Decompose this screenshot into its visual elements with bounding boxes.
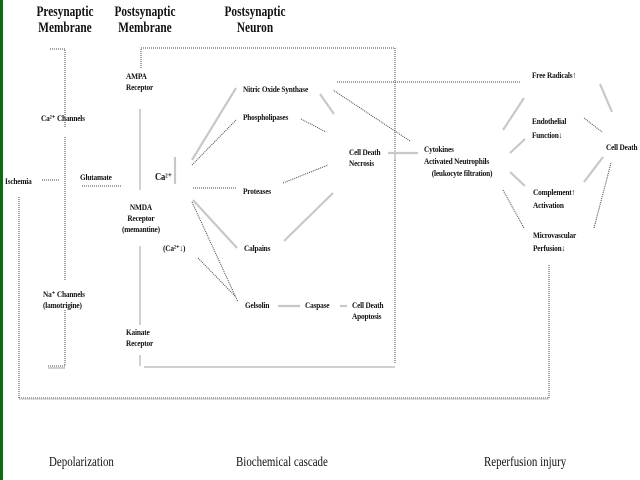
node-line: Apoptosis bbox=[352, 311, 382, 321]
edge-nitric-oxide-synthase-to-cell-death-necrosis bbox=[319, 93, 335, 115]
node-gelsolin: Gelsolin bbox=[245, 300, 270, 310]
node-nmda-receptor: NMDA Receptor (memantine) bbox=[122, 202, 160, 235]
node-ca-channels: Ca²⁺ Channels bbox=[41, 113, 85, 123]
node-cell-death: Cell Death bbox=[606, 142, 638, 152]
phase-depolarization: Depolarization bbox=[49, 455, 114, 470]
edge-free-radicals-to-cell-death bbox=[598, 83, 614, 113]
node-nitric-oxide-synthase: Nitric Oxide Synthase bbox=[243, 84, 309, 94]
node-line: Na⁺ Channels bbox=[43, 289, 85, 299]
node-line: NMDA bbox=[129, 202, 152, 212]
node-caspase: Caspase bbox=[305, 300, 330, 310]
node-free-radicals: Free Radicals↑ bbox=[532, 70, 576, 80]
edge-ca2-to-gelsolin bbox=[191, 201, 239, 303]
node-cell-death-apoptosis: Cell Death Apoptosis bbox=[352, 300, 384, 322]
node-line: Cytokines bbox=[424, 144, 454, 154]
node-ischemia: Ischemia bbox=[5, 176, 32, 186]
header-line: Postsynaptic bbox=[224, 4, 286, 20]
node-line: Receptor bbox=[126, 82, 154, 92]
edge-ca2-to-nitric-oxide-synthase bbox=[191, 87, 237, 161]
header-presynaptic-membrane: Presynaptic Membrane bbox=[30, 4, 100, 36]
node-microvascular-perfusion: Microvascular Perfusion↓ bbox=[533, 229, 576, 255]
edge-endothelial-function-to-cell-death bbox=[583, 117, 603, 133]
postsynaptic-neuron-outline bbox=[140, 47, 396, 364]
node-line: (lamotrigine) bbox=[43, 300, 82, 310]
edge-proteases-to-cell-death-necrosis bbox=[282, 164, 329, 184]
node-line: Receptor bbox=[126, 338, 154, 348]
edge-cytokines-to-nitric-oxide-synthase bbox=[332, 89, 411, 142]
node-proteases: Proteases bbox=[243, 186, 271, 196]
node-line: Perfusion↓ bbox=[533, 243, 565, 253]
node-line: Activated Neutrophils bbox=[424, 156, 490, 166]
node-cytokines: Cytokines Activated Neutrophils (leukocy… bbox=[424, 143, 492, 179]
node-line: Kainate bbox=[126, 327, 150, 337]
node-line: Endothelial bbox=[532, 116, 567, 126]
node-line: AMPA bbox=[126, 71, 147, 81]
node-line: Microvascular bbox=[533, 230, 577, 240]
node-ampa-receptor: AMPA Receptor bbox=[126, 71, 153, 93]
edge-ca2-to-calpains bbox=[192, 199, 238, 249]
node-ca2-down: (Ca²⁺↓) bbox=[163, 243, 186, 253]
node-line: Function↓ bbox=[532, 130, 563, 140]
header-line: Membrane bbox=[38, 20, 92, 36]
node-na-channels: Na⁺ Channels (lamotrigine) bbox=[43, 289, 85, 311]
edge-microvascular-perfusion-to-cell-death bbox=[593, 162, 612, 229]
node-line: Cell Death bbox=[352, 300, 384, 310]
node-cell-death-necrosis: Cell Death Necrosis bbox=[349, 147, 381, 169]
edge-calpains-to-cell-death-necrosis bbox=[283, 192, 334, 242]
node-ca2: Ca²⁺ bbox=[155, 172, 172, 183]
edge-cytokines-to-complement-activation bbox=[509, 171, 526, 187]
node-endothelial-function: Endothelial Function↓ bbox=[532, 114, 566, 142]
left-edge-strip bbox=[0, 0, 3, 480]
edge-cytokines-to-free-radicals bbox=[502, 97, 525, 131]
presynaptic-membrane-line bbox=[50, 48, 66, 127]
edge-gelsolin-to-ca2-down bbox=[197, 257, 236, 297]
phase-biochemical-cascade: Biochemical cascade bbox=[236, 455, 328, 470]
presynaptic-membrane-line-low bbox=[48, 310, 66, 367]
node-line: (leukocyte filtration) bbox=[431, 168, 493, 178]
header-line: Presynaptic bbox=[36, 4, 94, 20]
node-line: Necrosis bbox=[349, 158, 374, 168]
edge-ca2-to-phospholipases bbox=[191, 119, 237, 166]
edge-complement-activation-to-cell-death bbox=[583, 156, 604, 183]
node-line: Complement↑ bbox=[533, 187, 575, 197]
feedback-loop-line bbox=[19, 265, 550, 399]
edge-cytokines-to-endothelial-function bbox=[509, 138, 526, 154]
edge-phospholipases-to-cell-death-necrosis bbox=[300, 118, 327, 133]
edge-cytokines-to-microvascular-perfusion bbox=[502, 189, 525, 229]
node-line: Activation bbox=[533, 200, 564, 210]
header-line: Neuron bbox=[236, 20, 274, 36]
node-line: Cell Death bbox=[349, 147, 381, 157]
phase-reperfusion-injury: Reperfusion injury bbox=[484, 455, 567, 470]
node-line: Receptor bbox=[127, 213, 155, 223]
node-phospholipases: Phospholipases bbox=[243, 112, 289, 122]
node-line: (memantine) bbox=[122, 224, 160, 234]
header-postsynaptic-membrane: Postsynaptic Membrane bbox=[110, 4, 180, 36]
header-postsynaptic-neuron: Postsynaptic Neuron bbox=[212, 4, 298, 36]
node-kainate-receptor: Kainate Receptor bbox=[126, 327, 153, 349]
node-glutamate: Glutamate bbox=[80, 172, 112, 182]
header-line: Membrane bbox=[118, 20, 172, 36]
node-calpains: Calpains bbox=[244, 243, 271, 253]
node-complement-activation: Complement↑ Activation bbox=[533, 186, 575, 212]
header-line: Postsynaptic bbox=[114, 4, 176, 20]
